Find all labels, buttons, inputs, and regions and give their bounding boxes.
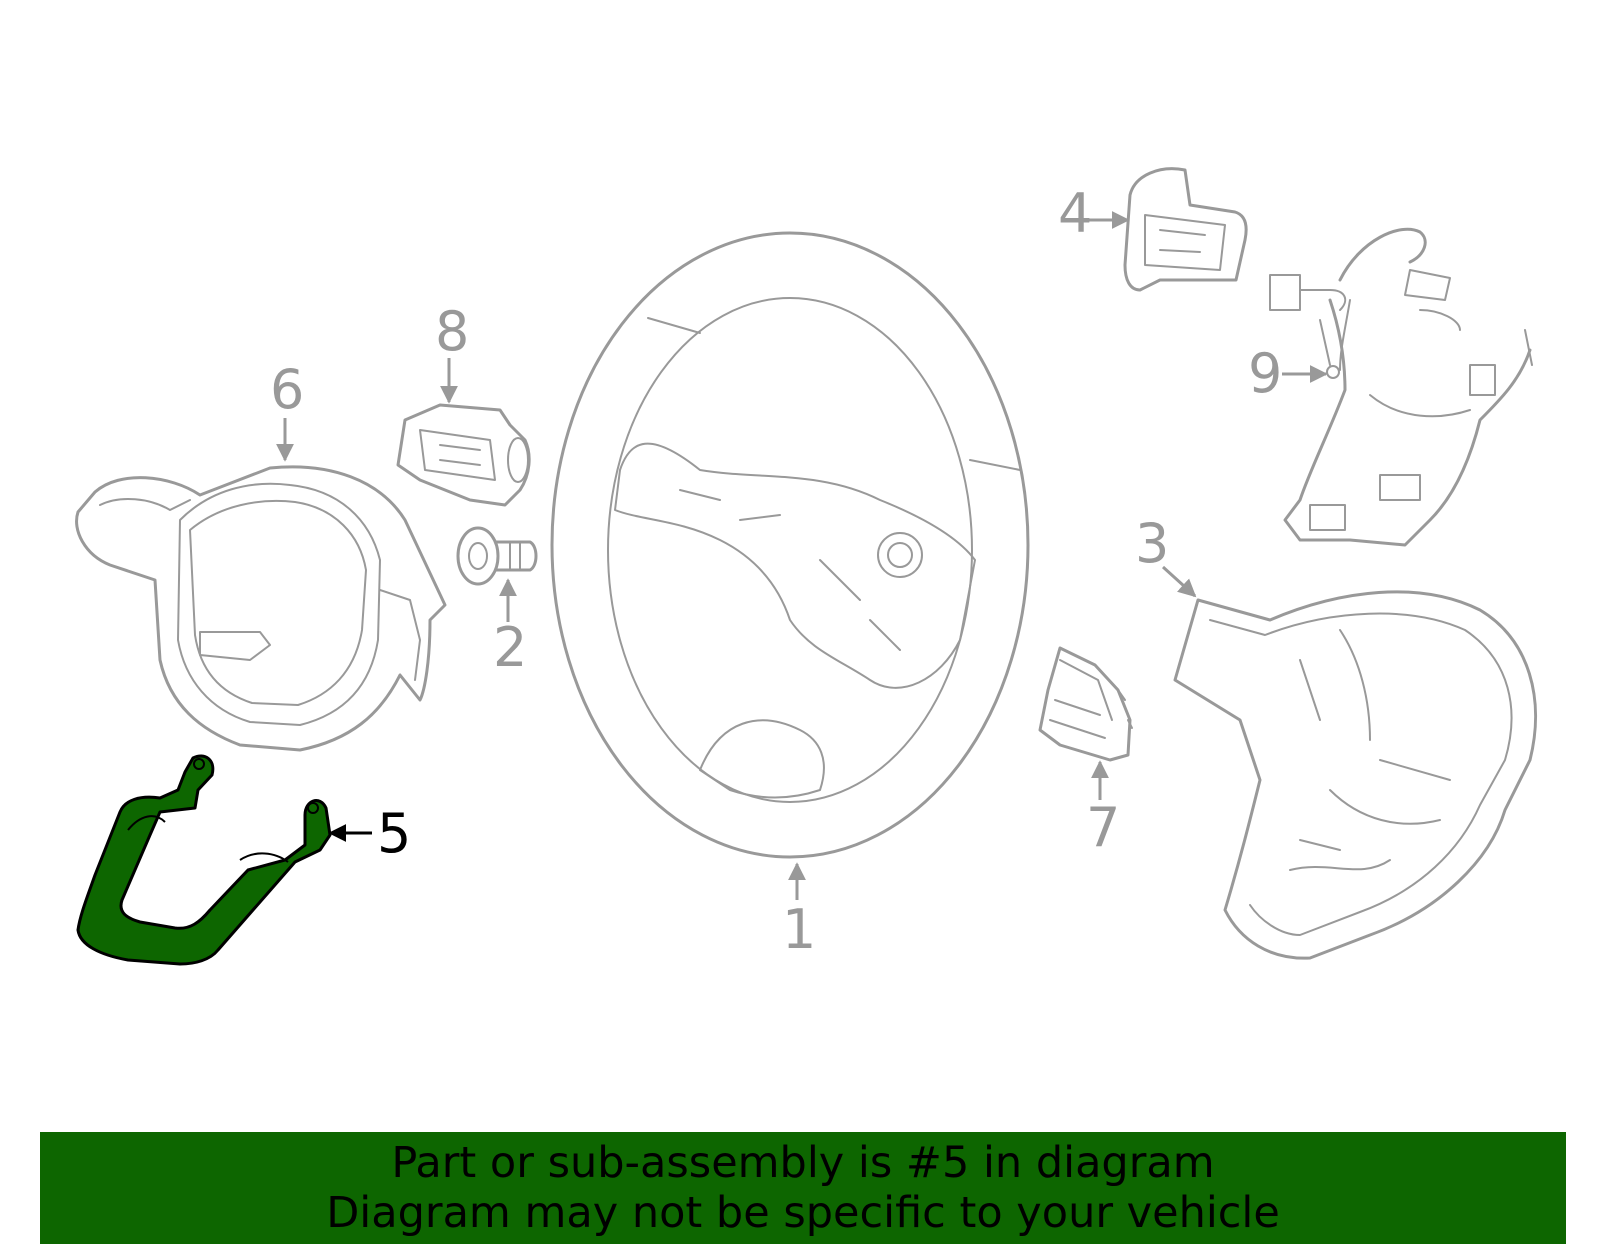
callout-7: 7 (1086, 796, 1120, 859)
part-6-lower-cover[interactable] (75, 465, 447, 752)
leader-3 (1161, 565, 1197, 598)
info-banner: Part or sub-assembly is #5 in diagram Di… (40, 1132, 1566, 1244)
part-8-switch[interactable] (396, 403, 531, 507)
part-3-rear-cover[interactable] (1173, 590, 1537, 960)
banner-line-2: Diagram may not be specific to your vehi… (326, 1188, 1280, 1238)
callout-8: 8 (435, 300, 469, 363)
part-2-plug[interactable] (456, 526, 538, 586)
callout-2: 2 (493, 616, 527, 679)
part-9-harness[interactable] (1269, 227, 1533, 547)
callout-1: 1 (782, 898, 816, 961)
part-7-switch[interactable] (1038, 646, 1133, 762)
callout-3: 3 (1135, 512, 1169, 575)
callout-4: 4 (1058, 182, 1092, 245)
part-5-garnish-highlighted[interactable] (76, 754, 332, 966)
banner-line-1: Part or sub-assembly is #5 in diagram (391, 1138, 1215, 1188)
parts-diagram: 1 2 3 4 5 6 7 8 9 (75, 167, 1537, 966)
callout-labels: 1 2 3 4 5 6 7 8 9 (270, 182, 1282, 961)
callout-5: 5 (377, 802, 411, 865)
callout-6: 6 (270, 358, 304, 421)
callout-9: 9 (1248, 342, 1282, 405)
leader-lines (276, 211, 1328, 900)
part-4-switch-cover[interactable] (1123, 167, 1248, 292)
part-1-steering-wheel[interactable] (550, 231, 1030, 859)
